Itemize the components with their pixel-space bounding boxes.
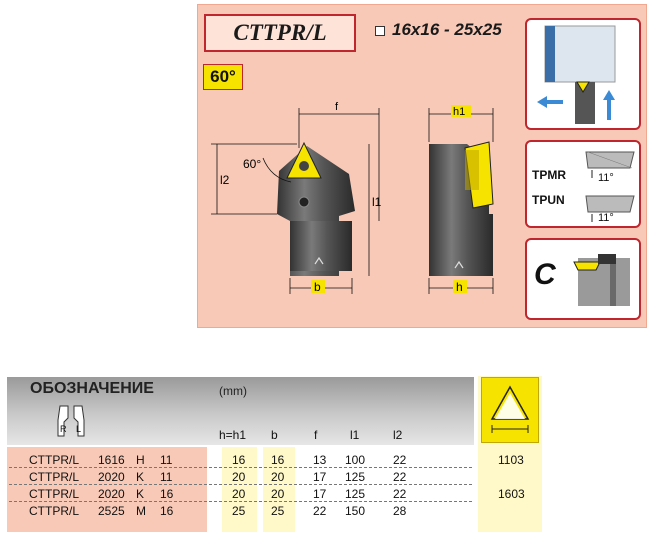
clamp-icon	[573, 254, 630, 306]
row-divider	[9, 501, 472, 502]
value-cell: 17	[313, 470, 327, 484]
value-cell: 13	[313, 453, 327, 467]
dim-h: h	[456, 280, 463, 294]
insert-profile-icon	[585, 151, 635, 222]
designation-part: 2020	[98, 470, 125, 484]
row-divider	[9, 484, 472, 485]
value-cell: 22	[393, 453, 407, 467]
value-cell: 16	[232, 453, 246, 467]
row-divider	[9, 467, 472, 468]
col-l2: l2	[393, 428, 403, 442]
hand-label-l: L	[76, 424, 82, 434]
dim-l1: l1	[372, 195, 382, 209]
checkbox-icon	[375, 26, 385, 36]
designation-part: CTTPR/L	[29, 453, 80, 467]
designation-part: H	[136, 453, 145, 467]
insert-code: 1603	[498, 487, 525, 501]
designation-part: K	[136, 487, 145, 501]
value-cell: 125	[345, 487, 366, 501]
holder-orientation-icon	[537, 25, 616, 124]
clamp-type-letter: C	[534, 258, 556, 291]
designation-part: CTTPR/L	[29, 487, 80, 501]
designation-part: 11	[160, 453, 173, 467]
value-cell: 100	[345, 453, 366, 467]
col-h-h1: h=h1	[219, 428, 247, 442]
holder-front-view	[277, 141, 355, 276]
designation-part: CTTPR/L	[29, 504, 80, 518]
dim-l2: l2	[220, 173, 230, 187]
value-cell: 22	[393, 487, 407, 501]
table-title: ОБОЗНАЧЕНИЕ	[30, 380, 154, 397]
value-cell: 20	[232, 470, 246, 484]
designation-part: M	[136, 504, 146, 518]
col-b: b	[271, 428, 278, 442]
designation-part: 11	[160, 470, 173, 484]
angle-badge: 60°	[203, 64, 243, 90]
designation-part: 1616	[98, 453, 125, 467]
table-unit: (mm)	[219, 384, 247, 398]
insert-type-tpmr: TPMR	[532, 168, 566, 182]
h-column-bg	[222, 447, 257, 532]
designation-part: 16	[160, 487, 174, 501]
designation-column	[7, 447, 207, 532]
value-cell: 25	[271, 504, 285, 518]
value-cell: 28	[393, 504, 407, 518]
value-cell: 125	[345, 470, 366, 484]
table-header	[7, 377, 474, 445]
value-cell: 150	[345, 504, 366, 518]
dim-angle: 60°	[243, 157, 261, 171]
triangle-insert-icon	[490, 385, 530, 433]
designation-part: K	[136, 470, 145, 484]
hand-icon	[57, 405, 85, 437]
dim-h1: h1	[453, 106, 465, 118]
dim-b: b	[314, 280, 321, 294]
value-cell: 22	[313, 504, 327, 518]
insert-angle-1: 11°	[598, 172, 614, 184]
value-cell: 20	[232, 487, 246, 501]
value-cell: 16	[271, 453, 285, 467]
designation-part: 2020	[98, 487, 125, 501]
tool-drawing: f 60° l2 l1 b h1 h	[211, 101, 494, 294]
insert-code: 1103	[498, 453, 524, 467]
hand-label-r: R	[60, 424, 67, 434]
size-range: 16x16 - 25x25	[392, 20, 502, 39]
product-code: CTTPR/L	[204, 14, 356, 52]
holder-side-view	[429, 141, 494, 276]
value-cell: 25	[232, 504, 246, 518]
insert-angle-2: 11°	[598, 212, 614, 224]
value-cell: 20	[271, 487, 285, 501]
value-cell: 22	[393, 470, 407, 484]
b-column-bg	[263, 447, 295, 532]
col-l1: l1	[350, 428, 360, 442]
col-f: f	[314, 428, 318, 442]
value-cell: 17	[313, 487, 327, 501]
designation-part: CTTPR/L	[29, 470, 80, 484]
dim-f: f	[335, 101, 339, 113]
insert-type-tpun: TPUN	[532, 193, 565, 207]
designation-part: 2525	[98, 504, 125, 518]
designation-part: 16	[160, 504, 174, 518]
value-cell: 20	[271, 470, 285, 484]
